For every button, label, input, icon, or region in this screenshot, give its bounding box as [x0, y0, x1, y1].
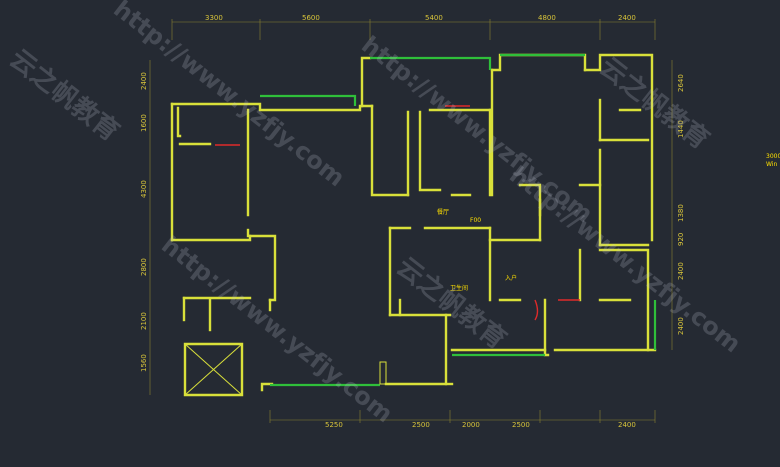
room-label-code: F00 — [470, 217, 481, 224]
dim-top-1: 3300 — [205, 14, 223, 22]
dim-right-6: 2400 — [677, 317, 685, 335]
room-label-bathroom: 卫生间 — [450, 284, 468, 292]
dim-right-1: 2640 — [677, 74, 685, 92]
dim-left-2: 1600 — [140, 114, 148, 132]
dim-top-5: 2400 — [618, 14, 636, 22]
room-labels: 餐厅 F00 卫生间 入户 3000 Win — [437, 153, 780, 292]
right-note-1: 3000 — [766, 153, 780, 160]
dim-top-2: 5600 — [302, 14, 320, 22]
dim-right-5: 2400 — [677, 262, 685, 280]
watermark-brand-2: 云之帆教育 — [391, 251, 513, 355]
right-note-2: Win — [766, 161, 777, 168]
dim-left-4: 2800 — [140, 258, 148, 276]
watermarks: http://www.yzfjy.com http://www.yzfjy.co… — [4, 0, 746, 428]
dim-right-2: 1440 — [677, 120, 685, 138]
dim-left-3: 4300 — [140, 180, 148, 198]
fixtures — [184, 343, 387, 396]
dimension-lines — [149, 19, 673, 423]
dim-left-6: 1560 — [140, 354, 148, 372]
windows — [260, 53, 657, 387]
dim-right-4: 920 — [677, 233, 685, 246]
room-label-dining: 餐厅 — [437, 208, 449, 216]
dim-right-3: 1380 — [677, 204, 685, 222]
doors — [215, 105, 580, 321]
dim-top-4: 4800 — [538, 14, 556, 22]
dim-bottom-1: 5250 — [325, 421, 343, 429]
dim-left-1: 2400 — [140, 72, 148, 90]
walls — [170, 53, 657, 397]
dim-bottom-4: 2500 — [512, 421, 530, 429]
room-label-entrance: 入户 — [505, 274, 517, 282]
dim-top-3: 5400 — [425, 14, 443, 22]
dimension-labels: 3300 5600 5400 4800 2400 5250 2500 2000 … — [140, 14, 685, 429]
dim-left-5: 2100 — [140, 312, 148, 330]
watermark-url-3: http://www.yzfjy.com — [156, 231, 398, 429]
dim-bottom-2: 2500 — [412, 421, 430, 429]
dim-bottom-5: 2400 — [618, 421, 636, 429]
watermark-url-4: http://www.yzfjy.com — [504, 161, 746, 359]
watermark-brand-3: 云之帆教育 — [4, 43, 126, 147]
dim-bottom-3: 2000 — [462, 421, 480, 429]
